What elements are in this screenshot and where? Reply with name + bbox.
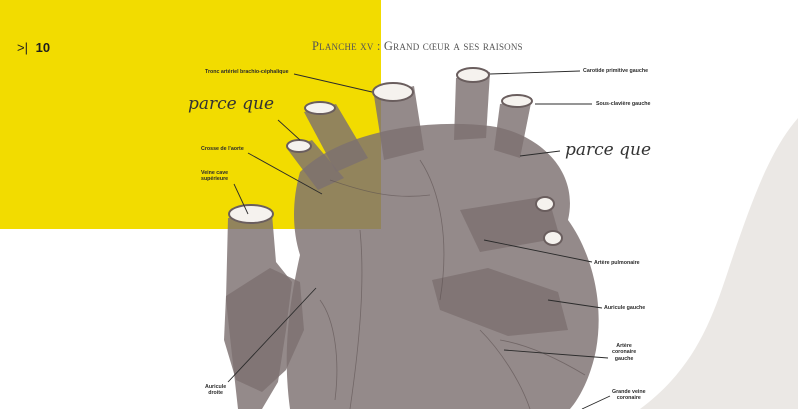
label-sous-claviere: Sous-clavière gauche <box>596 101 650 107</box>
plate-title: Planche xv : Grand cœur a ses raisons <box>312 39 523 54</box>
label-tronc-arteriel: Tronc artériel brachio-céphalique <box>205 69 289 75</box>
handwriting-left: parce que <box>188 94 274 114</box>
label-artere-coronaire: Artère coronaire gauche <box>612 343 636 362</box>
page-arrow: >| <box>17 40 28 55</box>
label-auricule-droite: Auricule droite <box>205 384 226 397</box>
label-artere-pulmonaire: Artère pulmonaire <box>594 260 640 266</box>
label-carotide: Carotide primitive gauche <box>583 68 648 74</box>
label-artere-coronaire-line3: gauche <box>612 356 636 362</box>
label-veine-cave-line2: supérieure <box>201 176 228 182</box>
label-veine-cave: Veine cave supérieure <box>201 170 228 183</box>
label-crosse-aorte: Crosse de l'aorte <box>201 146 244 152</box>
page-number: >| 10 <box>17 40 50 55</box>
label-auricule-gauche: Auricule gauche <box>604 305 645 311</box>
label-artere-coronaire-line2: coronaire <box>612 349 636 355</box>
label-auricule-droite-line2: droite <box>205 390 226 396</box>
handwriting-right: parce que <box>565 140 651 160</box>
page-number-value: 10 <box>36 40 50 55</box>
label-grande-veine: Grande veine coronaire <box>612 389 646 402</box>
label-grande-veine-line2: coronaire <box>612 395 646 401</box>
